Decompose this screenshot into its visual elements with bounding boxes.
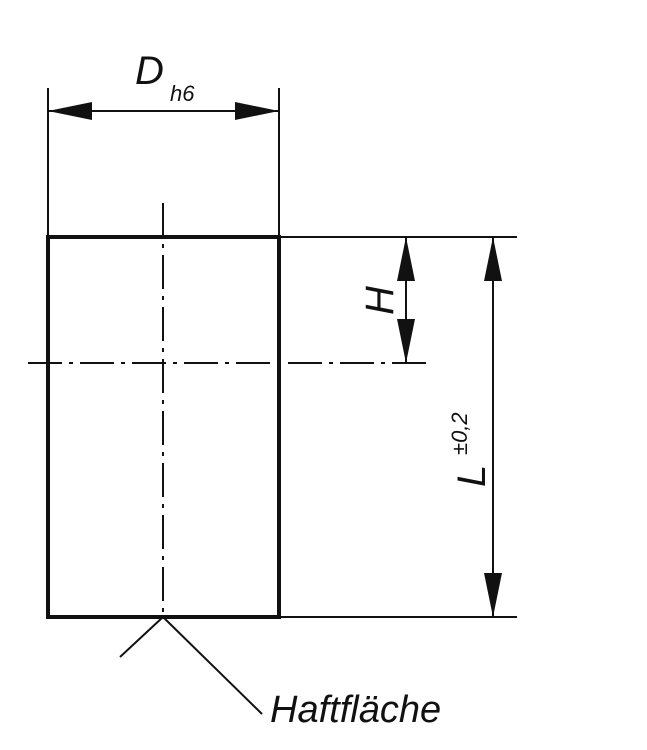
length-label: L: [450, 465, 494, 487]
diameter-arrow-right: [235, 102, 279, 120]
diameter-label: D: [135, 49, 164, 93]
surface-symbol-left-leg: [119, 616, 164, 658]
height-arrow-bottom: [397, 319, 415, 363]
height-arrow-top: [397, 237, 415, 281]
adhesive-surface-note: Haftfläche: [270, 689, 441, 731]
height-label: H: [358, 286, 402, 315]
length-arrow-top: [484, 237, 502, 281]
diameter-arrow-left: [48, 102, 92, 120]
length-arrow-bottom: [484, 573, 502, 617]
diameter-tolerance-label: h6: [170, 81, 195, 106]
length-tolerance-label: ±0,2: [447, 412, 472, 455]
surface-leader-line: [162, 616, 263, 715]
